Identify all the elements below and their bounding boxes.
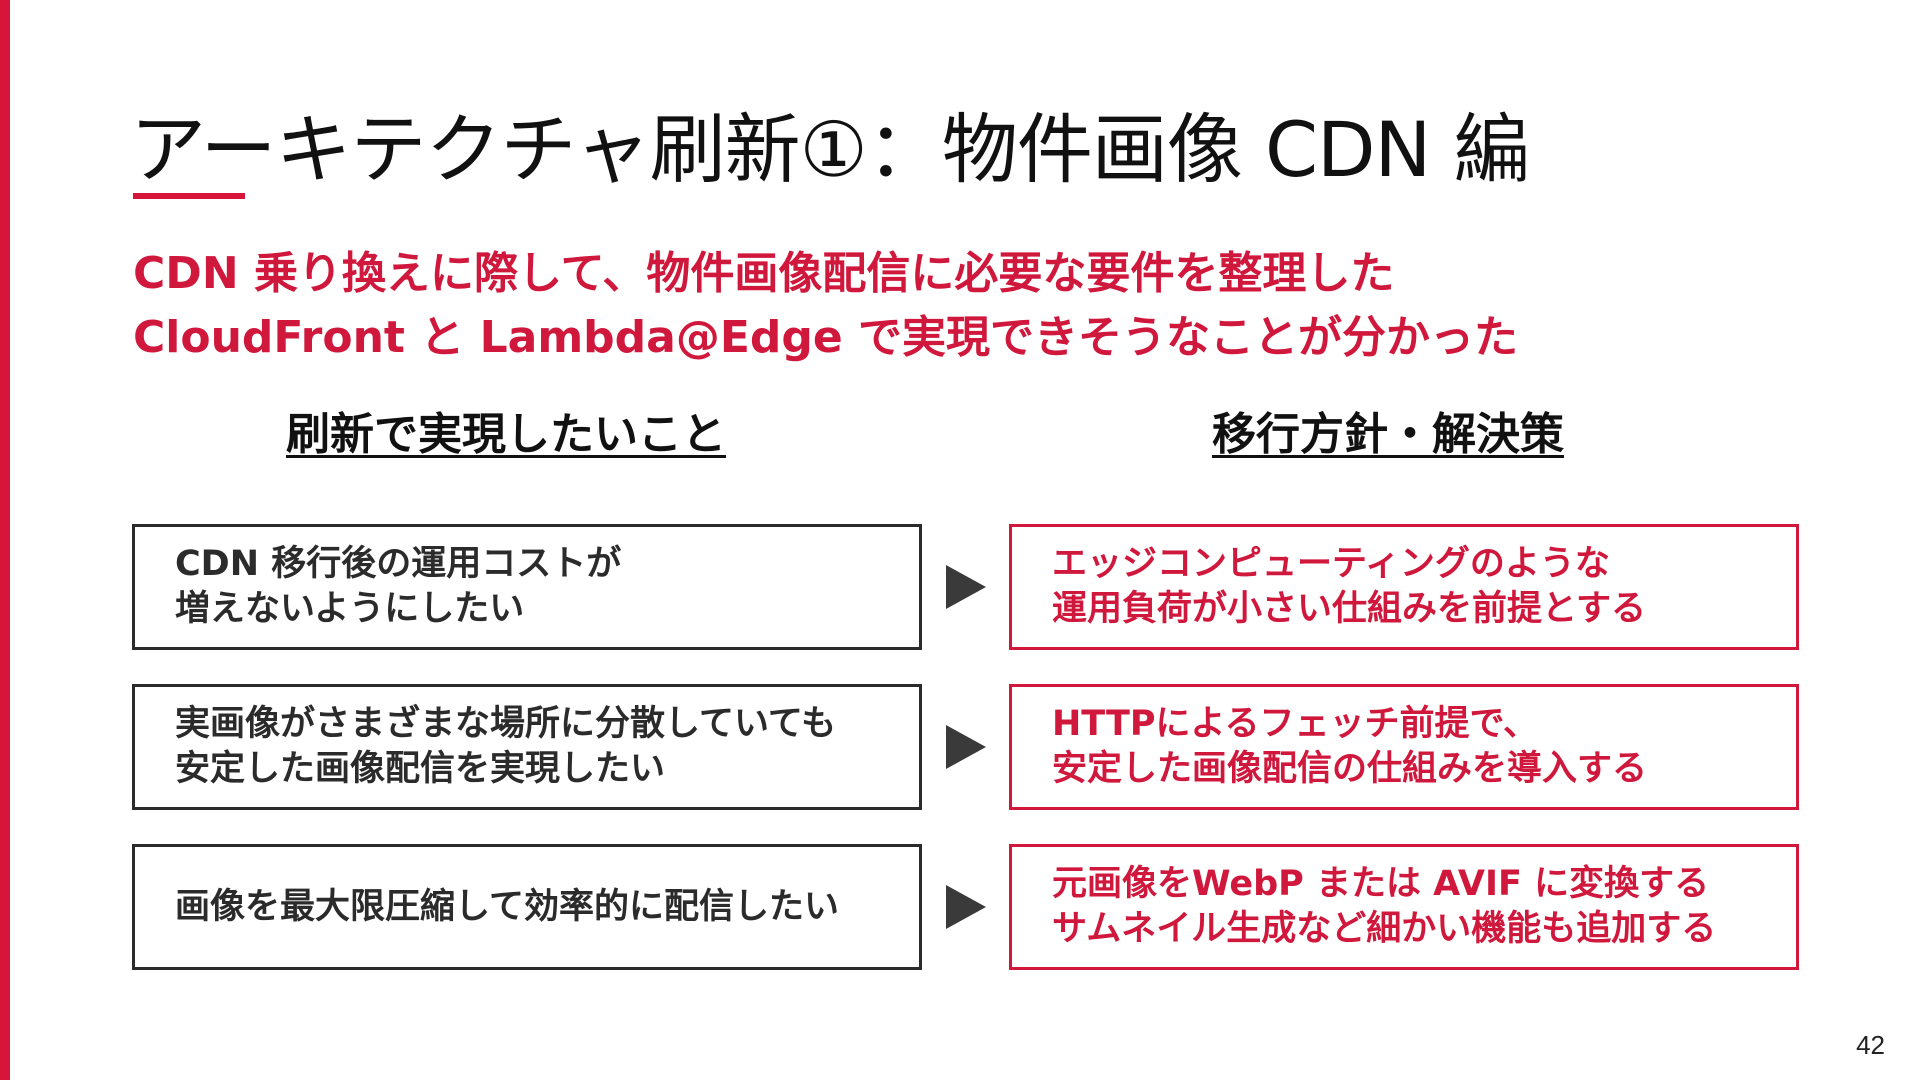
- requirement-3-line-1: 画像を最大限圧縮して効率的に配信したい: [175, 886, 839, 927]
- requirement-box-1: CDN 移行後の運用コストが 増えないようにしたい: [132, 524, 922, 650]
- solution-box-3: 元画像をWebP または AVIF に変換する サムネイル生成など細かい機能も追…: [1009, 844, 1799, 970]
- solution-2-line-2: 安定した画像配信の仕組みを導入する: [1052, 749, 1648, 789]
- triangle-right-icon: [946, 885, 986, 929]
- requirement-1-line-1: CDN 移行後の運用コストが: [175, 544, 622, 584]
- solution-3-line-1: 元画像をWebP または AVIF に変換する: [1052, 864, 1710, 904]
- solution-box-1: エッジコンピューティングのような 運用負荷が小さい仕組みを前提とする: [1009, 524, 1799, 650]
- solution-1-line-2: 運用負荷が小さい仕組みを前提とする: [1052, 589, 1646, 629]
- triangle-right-icon: [946, 565, 986, 609]
- requirement-1-line-2: 増えないようにしたい: [175, 589, 525, 629]
- page-number: 42: [1856, 1030, 1885, 1060]
- triangle-right-icon: [946, 725, 986, 769]
- subtitle-line-2: CloudFront と Lambda@Edge で実現できそうなことが分かった: [133, 312, 1519, 363]
- requirement-2-line-1: 実画像がさまざまな場所に分散していても: [175, 704, 837, 744]
- solutions-heading: 移行方針・解決策: [1212, 409, 1564, 460]
- requirement-2-line-2: 安定した画像配信を実現したい: [175, 749, 666, 789]
- solution-box-2: HTTPによるフェッチ前提で、 安定した画像配信の仕組みを導入する: [1009, 684, 1799, 810]
- solution-1-line-1: エッジコンピューティングのような: [1052, 544, 1610, 584]
- slide-subtitle: CDN 乗り換えに際して、物件画像配信に必要な要件を整理した CloudFron…: [133, 242, 1518, 370]
- requirements-heading: 刷新で実現したいこと: [286, 409, 726, 460]
- solution-2-line-1: HTTPによるフェッチ前提で、: [1052, 704, 1539, 744]
- accent-side-bar: [0, 0, 10, 1080]
- solution-3-line-2: サムネイル生成など細かい機能も追加する: [1052, 909, 1717, 949]
- title-underline: [133, 193, 245, 199]
- slide-title: アーキテクチャ刷新①：物件画像 CDN 編: [130, 105, 1530, 194]
- requirement-box-3: 画像を最大限圧縮して効率的に配信したい: [132, 844, 922, 970]
- requirement-box-2: 実画像がさまざまな場所に分散していても 安定した画像配信を実現したい: [132, 684, 922, 810]
- subtitle-line-1: CDN 乗り換えに際して、物件画像配信に必要な要件を整理した: [133, 248, 1395, 299]
